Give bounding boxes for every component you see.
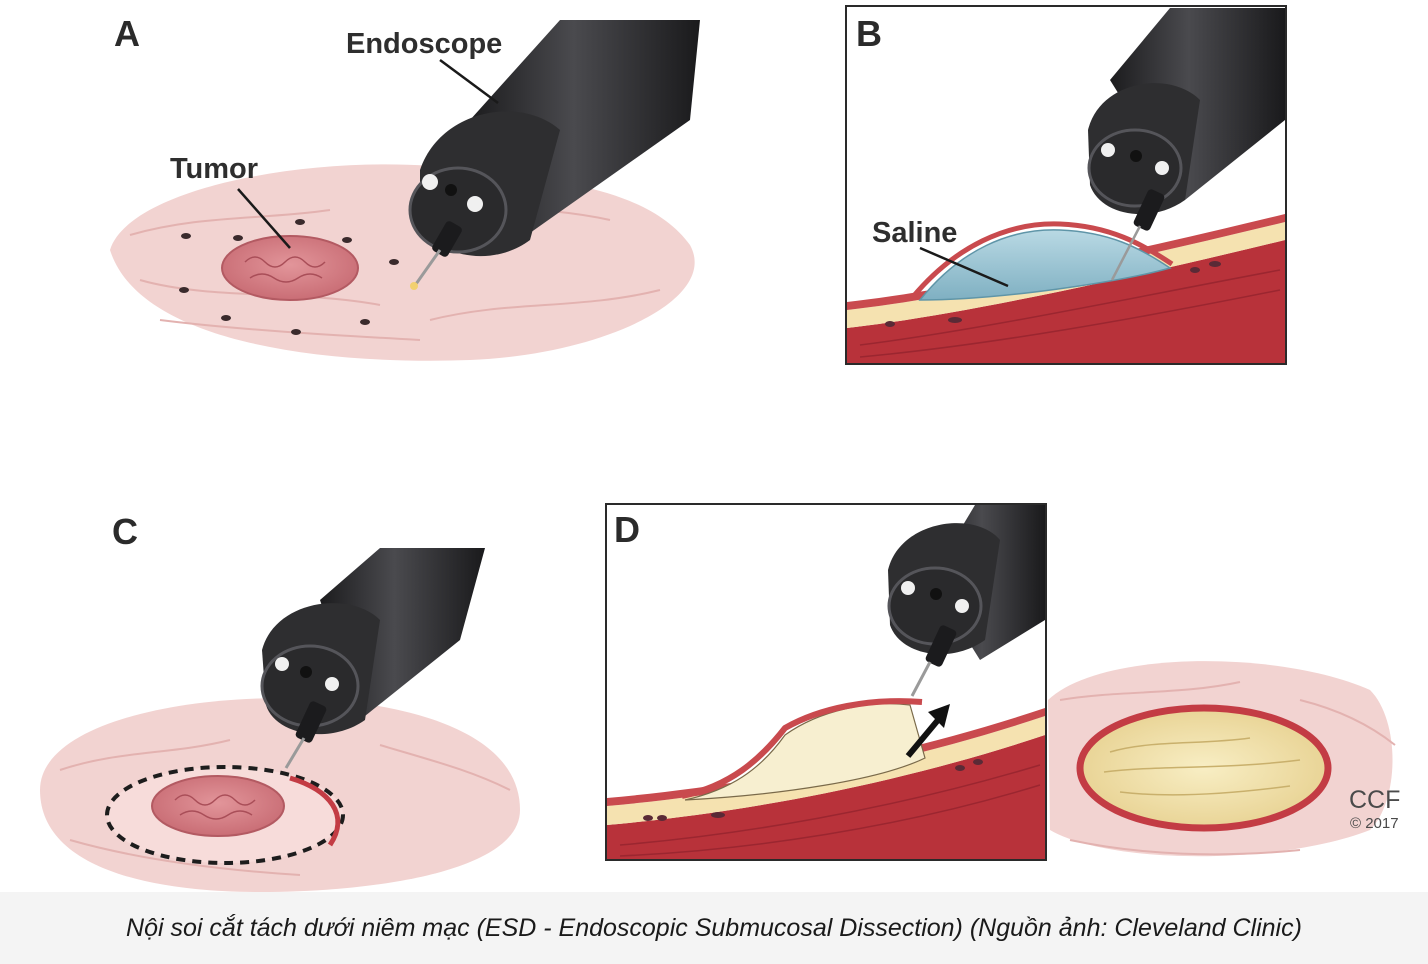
panel-c-letter: C — [112, 511, 138, 552]
panel-b: B Saline — [845, 5, 1287, 365]
mucosa-folds-c — [59, 739, 511, 876]
endoscope-leader — [439, 58, 499, 105]
incision-edge — [289, 775, 341, 847]
credit-line1: CCF — [1349, 786, 1400, 814]
tumor — [221, 235, 359, 301]
marking-dots — [179, 219, 399, 335]
resected-defect — [1076, 704, 1332, 832]
lift-arrow-icon — [905, 718, 941, 758]
panel-d: D — [605, 503, 1047, 861]
figure-caption: Nội soi cắt tách dưới niêm mạc (ESD - En… — [126, 913, 1302, 942]
mucosa-surface — [110, 164, 695, 361]
muscle-fibers-d — [619, 764, 1041, 857]
tumor-texture-c — [174, 794, 256, 820]
mucosa-folds-e — [1059, 681, 1396, 856]
mucosa-layer-d — [607, 708, 1045, 806]
muscle-fibers — [859, 269, 1281, 358]
vessels-b — [885, 261, 1221, 327]
panel-b-letter: B — [856, 13, 882, 54]
endoscope-b — [1087, 8, 1285, 281]
tumor-texture — [244, 256, 326, 283]
saline-leader — [919, 246, 1009, 288]
endoscope-label: Endoscope — [346, 28, 502, 60]
defect-texture — [1103, 737, 1301, 796]
endoscope-a — [408, 20, 700, 290]
resection-site: CCF © 2017 — [1048, 661, 1400, 857]
tumor-c — [151, 775, 285, 837]
endoscope-c — [260, 548, 485, 769]
panel-a-letter: A — [114, 13, 140, 54]
caption-bar: Nội soi cắt tách dưới niêm mạc (ESD - En… — [0, 892, 1428, 964]
saline-bleb — [918, 229, 1172, 301]
tumor-label: Tumor — [170, 153, 258, 185]
saline-label: Saline — [872, 217, 957, 249]
tumor-leader — [237, 188, 291, 249]
lift-arrow-head — [928, 704, 950, 728]
panel-a: A — [110, 13, 700, 361]
panel-d-letter: D — [614, 509, 640, 550]
endoscope-d — [887, 505, 1045, 697]
panel-c: C — [40, 511, 520, 892]
lifted-flap — [681, 698, 923, 799]
muscle-layer-d — [607, 735, 1045, 859]
esd-figure: A — [40, 5, 1400, 892]
vessels-d — [643, 759, 983, 821]
muscle-layer — [847, 240, 1285, 363]
credit-line2: © 2017 — [1350, 815, 1399, 832]
